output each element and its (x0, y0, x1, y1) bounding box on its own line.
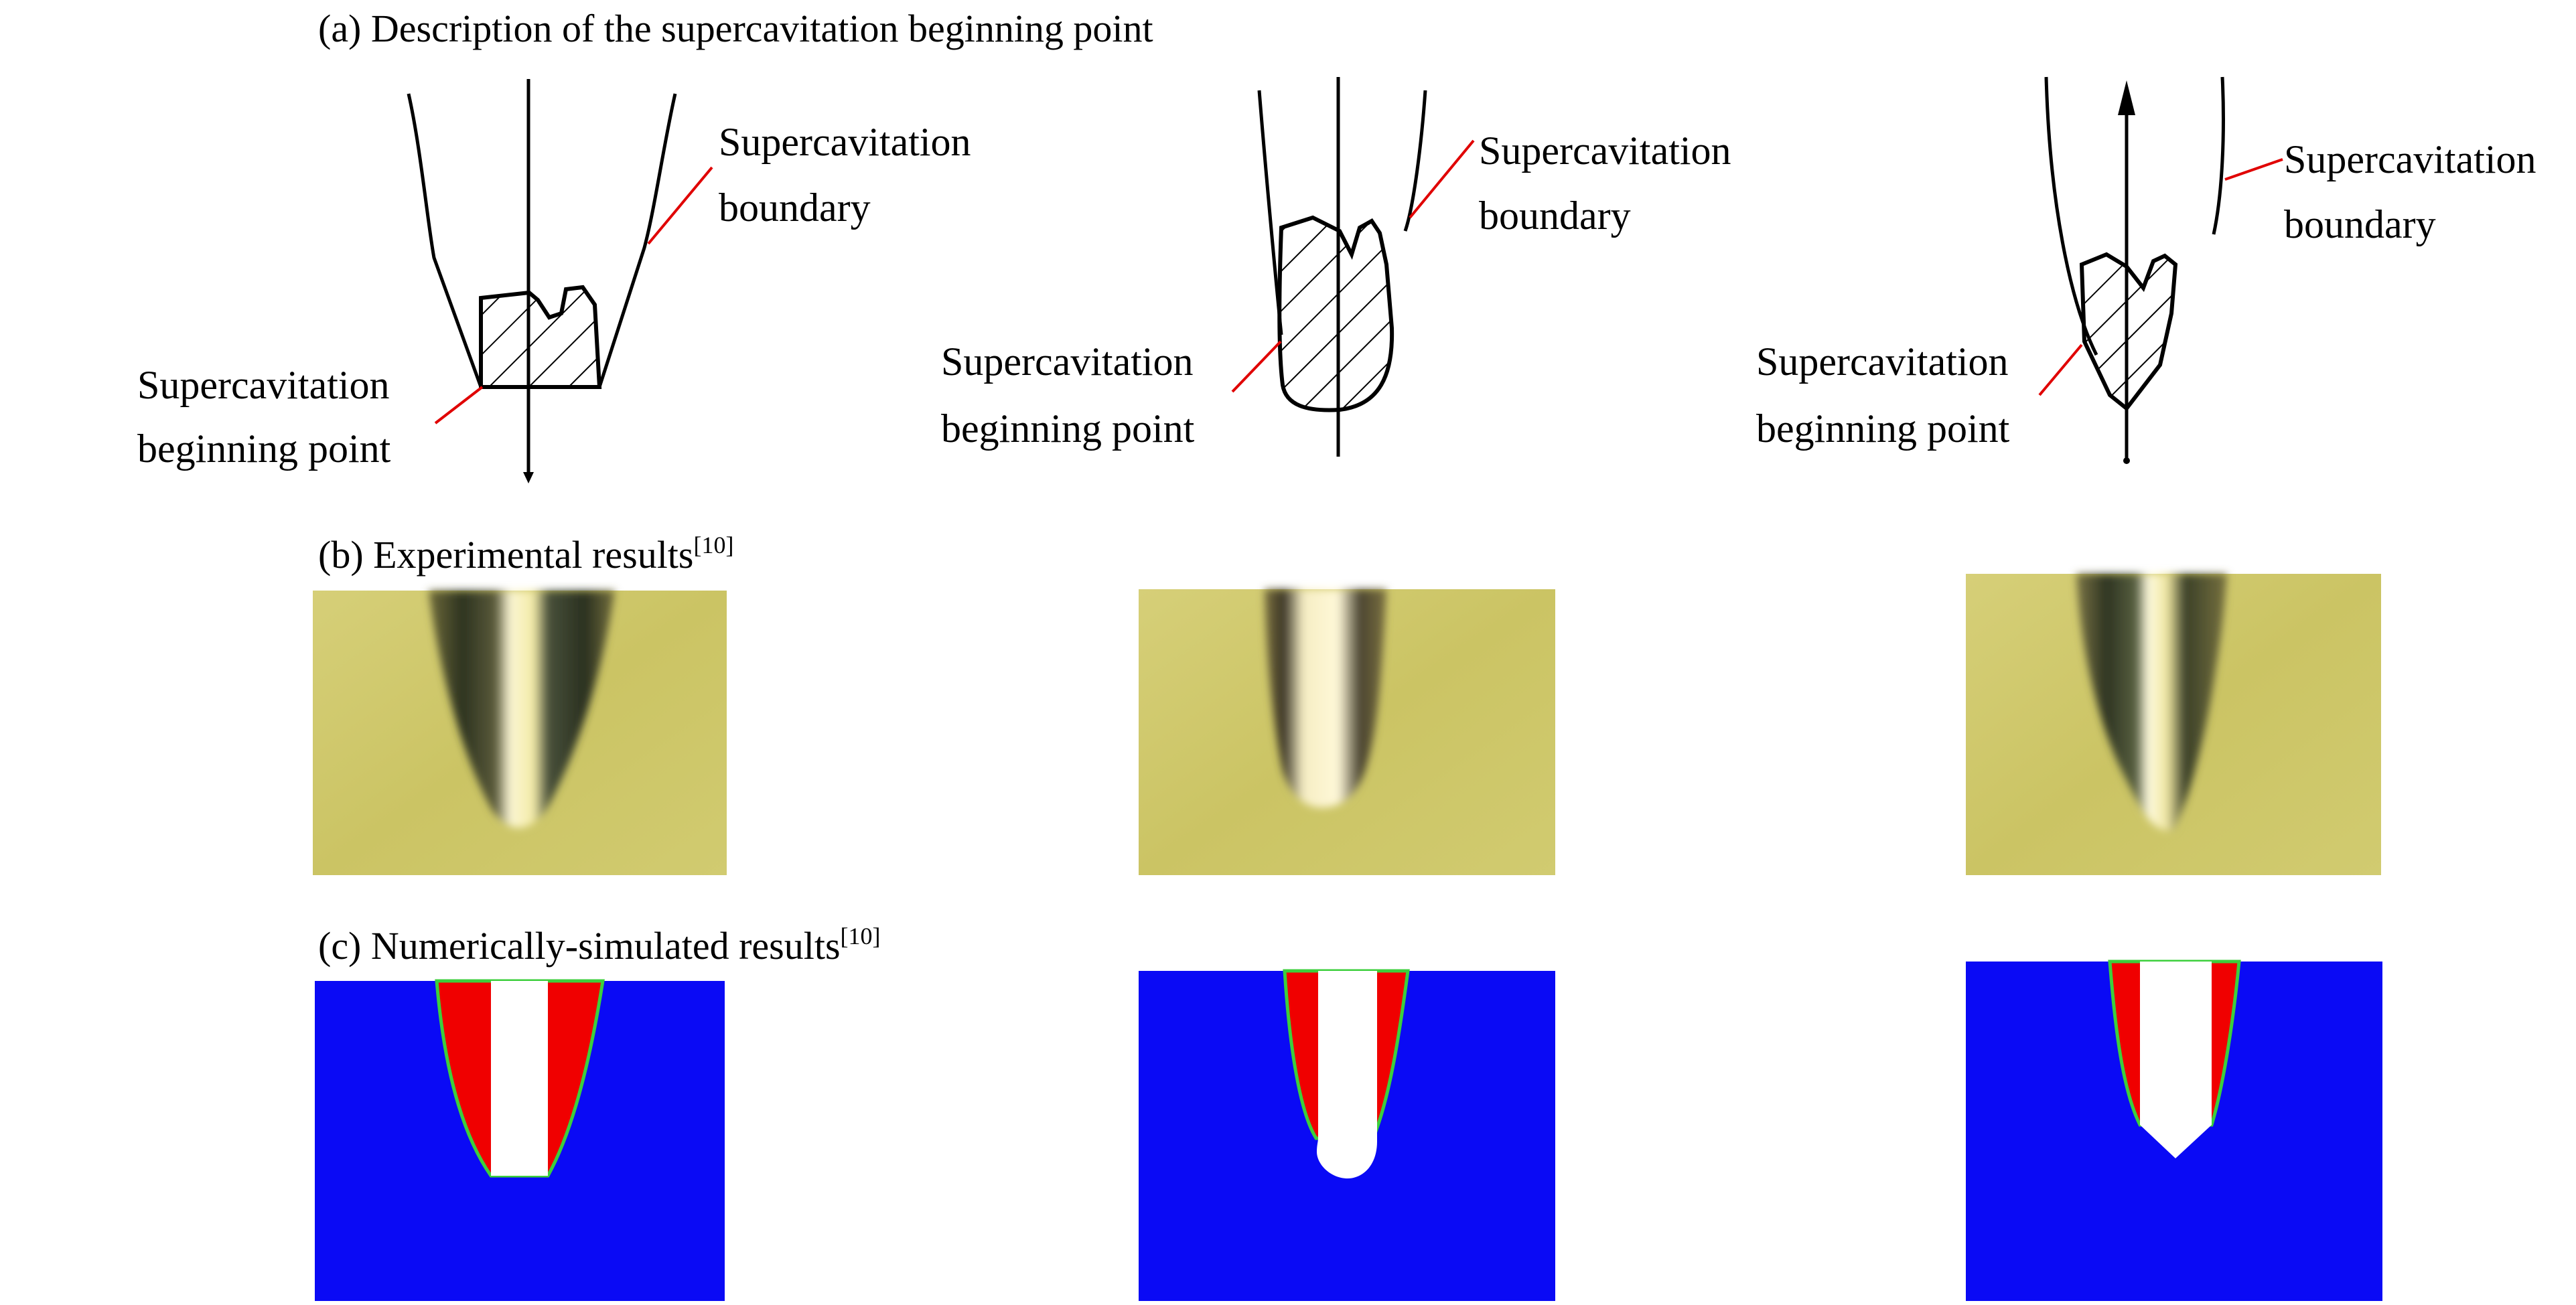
cavity-diagram-1: Supercavitation boundary Supercavitation… (137, 79, 981, 483)
axis-arrow-up-3 (2118, 80, 2135, 115)
simulation-result-1 (315, 979, 725, 1301)
experimental-photo-3 (1966, 574, 2381, 875)
boundary-label-3: Supercavitation boundary (2284, 137, 2547, 246)
panel-b-caption: (b) Experimental results[10] (318, 532, 733, 577)
leader-line-beginning-3 (2038, 343, 2083, 396)
beginning-label-1: Supercavitation beginning point (137, 363, 400, 471)
cavity-diagram-3: Supercavitation boundary Supercavitation… (1756, 76, 2547, 464)
leader-line-boundary-1 (647, 166, 713, 245)
beginning-label-2: Supercavitation beginning point (941, 339, 1204, 451)
simulation-result-3 (1966, 959, 2382, 1301)
beginning-label-3: Supercavitation beginning point (1756, 339, 2019, 451)
panel-c-caption: (c) Numerically-simulated results[10] (318, 923, 881, 968)
experimental-photo-1 (313, 591, 727, 875)
leader-line-beginning-1 (434, 386, 484, 425)
boundary-label-2: Supercavitation boundary (1479, 129, 1741, 238)
projectile-head-1 (479, 285, 602, 389)
experimental-photo-2 (1139, 589, 1555, 875)
cavity-boundary-right-1 (597, 93, 677, 388)
projectile-head-3 (2079, 252, 2178, 412)
cavity-boundary-right-2 (1403, 90, 1427, 232)
cavity-diagram-2: Supercavitation boundary Supercavitation… (941, 77, 1741, 457)
projectile-head-2 (1277, 215, 1394, 412)
panel-a-caption: (a) Description of the supercavitation b… (318, 7, 1153, 50)
cavity-boundary-left-1 (407, 93, 483, 388)
leader-line-beginning-2 (1231, 340, 1282, 393)
simulation-result-2 (1139, 969, 1555, 1301)
boundary-label-1: Supercavitation boundary (719, 120, 981, 230)
axis-arrow-1 (523, 472, 534, 483)
leader-line-boundary-3 (2224, 158, 2283, 181)
cavity-boundary-right-3 (2212, 76, 2225, 235)
leader-line-boundary-2 (1409, 139, 1475, 219)
axis-tail-3 (2123, 457, 2130, 464)
